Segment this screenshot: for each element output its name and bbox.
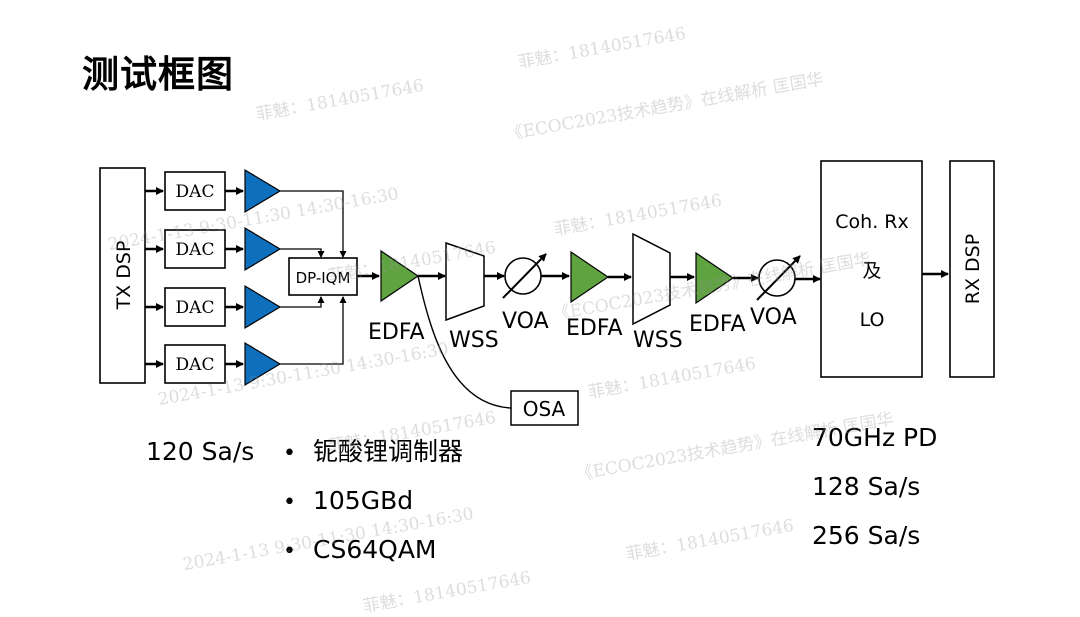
bullet-item: • 105GBd bbox=[283, 479, 463, 528]
edfa1-label: EDFA bbox=[368, 320, 425, 345]
edfa1-triangle bbox=[380, 249, 420, 303]
dac-label: DAC bbox=[176, 182, 215, 202]
rx-note: 256 Sa/s bbox=[812, 521, 921, 550]
tx-bullet-list: • 铌酸锂调制器 • 105GBd • CS64QAM bbox=[283, 430, 463, 577]
driver-amplifier-triangle bbox=[244, 284, 282, 330]
bullet-text: 105GBd bbox=[313, 486, 414, 515]
wire-amp3-iqm bbox=[280, 296, 325, 308]
osa-label: OSA bbox=[523, 397, 566, 421]
tx-sample-rate: 120 Sa/s bbox=[146, 437, 255, 466]
tx-dsp-label: TX DSP bbox=[113, 241, 135, 311]
bullet-item: • 铌酸锂调制器 bbox=[283, 430, 463, 479]
edfa2-triangle bbox=[570, 250, 610, 304]
dac-box bbox=[164, 344, 226, 384]
bullet-dot: • bbox=[283, 441, 296, 466]
bullet-item: • CS64QAM bbox=[283, 528, 463, 577]
osa-tap-fiber bbox=[417, 275, 512, 409]
wire-amp4-iqm bbox=[280, 296, 347, 365]
receiver-line3: LO bbox=[860, 309, 885, 331]
wss1-label: WSS bbox=[449, 328, 499, 353]
driver-amplifier-triangle bbox=[244, 168, 282, 214]
voa2-adjust-arrow bbox=[756, 255, 801, 301]
wss2-label: WSS bbox=[633, 328, 683, 353]
bullet-text: 铌酸锂调制器 bbox=[313, 437, 464, 466]
osa-box bbox=[510, 390, 579, 426]
bullet-dot: • bbox=[283, 490, 296, 515]
rx-notes: 70GHz PD 128 Sa/s 256 Sa/s bbox=[812, 416, 937, 563]
bullet-dot: • bbox=[283, 539, 296, 564]
dac-box bbox=[164, 229, 226, 269]
rx-dsp-box bbox=[949, 160, 995, 378]
voa1-adjust-arrow bbox=[502, 253, 547, 299]
dac-label: DAC bbox=[176, 240, 215, 260]
rx-dsp-label: RX DSP bbox=[962, 234, 984, 304]
edfa3-triangle bbox=[695, 251, 735, 305]
wire-amp2-iqm bbox=[280, 248, 325, 258]
receiver-line1: Coh. Rx bbox=[835, 211, 908, 233]
receiver-line2: 及 bbox=[862, 260, 881, 282]
driver-amplifier-triangle bbox=[244, 341, 282, 387]
dp-iqm-label: DP-IQM bbox=[296, 269, 351, 287]
voa2-label: VOA bbox=[750, 305, 797, 330]
coherent-receiver-box bbox=[820, 160, 923, 378]
edfa3-label: EDFA bbox=[689, 312, 746, 337]
rx-note: 128 Sa/s bbox=[812, 472, 921, 501]
dac-label: DAC bbox=[176, 355, 215, 375]
driver-amplifier-triangle bbox=[244, 226, 282, 272]
dp-iqm-box bbox=[288, 257, 358, 296]
bullet-text: CS64QAM bbox=[313, 535, 437, 564]
tx-dsp-box bbox=[99, 167, 146, 384]
wire-amp1-iqm bbox=[280, 190, 347, 258]
wss1-trapezoid bbox=[445, 241, 485, 322]
wss2-trapezoid bbox=[632, 232, 671, 326]
rx-note: 70GHz PD bbox=[812, 423, 938, 452]
page-title: 测试框图 bbox=[82, 53, 234, 96]
dac-label: DAC bbox=[176, 298, 215, 318]
edfa2-label: EDFA bbox=[566, 316, 623, 341]
voa1-label: VOA bbox=[502, 309, 549, 334]
